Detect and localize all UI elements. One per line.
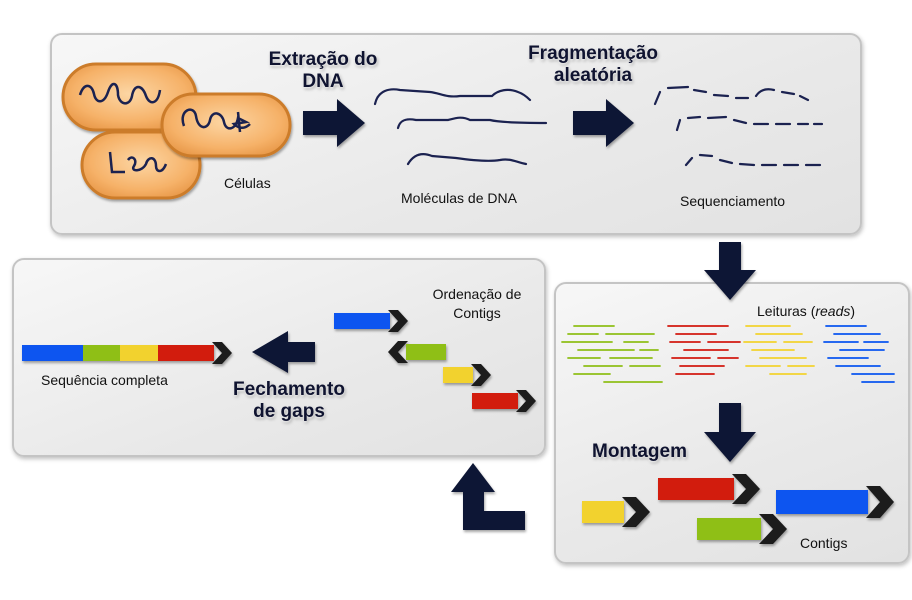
- arrow-down-icon: [704, 403, 756, 462]
- step-gap-closing-title: Fechamento de gaps: [233, 379, 345, 422]
- reads-label-prefix: Leituras (: [757, 303, 816, 319]
- dna-fragment: [653, 85, 810, 106]
- reads-red: [667, 325, 741, 375]
- chevron-right-icon: [212, 342, 232, 364]
- dna-fragment: [675, 115, 824, 132]
- segment-blue: [22, 345, 83, 361]
- chevron-right-icon: [622, 497, 650, 527]
- arrow-left-icon: [252, 331, 315, 373]
- cells-label: Células: [224, 175, 271, 191]
- ordered-contigs: [334, 310, 536, 412]
- dna-strand-icon: [108, 151, 168, 174]
- segment-red: [158, 345, 214, 361]
- arrow-right-icon: [303, 99, 365, 147]
- cell: [80, 130, 202, 200]
- flow-arrows: [252, 99, 756, 530]
- chevron-right-icon: [759, 514, 787, 544]
- contigs-label: Contigs: [800, 535, 848, 551]
- segment-yellow: [120, 345, 158, 361]
- step-dna-extraction-title: Extração do DNA: [268, 49, 378, 92]
- dna-molecule: [396, 116, 548, 130]
- chevron-right-icon: [388, 310, 408, 332]
- reads-green: [561, 325, 663, 383]
- arrow-right-icon: [573, 99, 634, 147]
- step-assembly-title: Montagem: [592, 441, 687, 462]
- dna-molecule: [373, 88, 532, 106]
- reads-label-suffix: ): [850, 303, 856, 319]
- dna-molecules: [373, 88, 548, 166]
- reads-yellow: [743, 325, 815, 375]
- contig-green: [697, 518, 761, 540]
- contigs-illustration: [582, 474, 894, 544]
- chevron-right-icon: [471, 364, 491, 386]
- dna-strand-icon: [181, 108, 251, 133]
- contig-red: [658, 478, 734, 500]
- contig-blue: [776, 490, 868, 514]
- contig-yellow: [443, 367, 473, 383]
- dna-molecule: [406, 153, 528, 166]
- contig-yellow: [582, 501, 624, 523]
- corner-arrow-up-icon: [451, 463, 525, 530]
- reads-label: Leituras (reads): [757, 303, 855, 319]
- reads-blue: [823, 325, 895, 383]
- chevron-right-icon: [866, 486, 894, 518]
- contig-green: [406, 344, 446, 360]
- dna-fragment: [684, 153, 822, 167]
- chevron-right-icon: [732, 474, 760, 504]
- contig-red: [472, 393, 518, 409]
- step-fragmentation-title: Fragmentação aleatória: [528, 43, 658, 86]
- chevron-left-icon: [388, 341, 408, 363]
- dna-fragments: [653, 85, 824, 167]
- complete-sequence: [22, 342, 232, 364]
- chevron-right-icon: [516, 390, 536, 412]
- cells-illustration: [61, 62, 292, 200]
- arrow-down-icon: [704, 242, 756, 300]
- reads-label-term: reads: [815, 303, 851, 319]
- sequencing-label: Sequenciamento: [680, 193, 786, 209]
- segment-green: [83, 345, 120, 361]
- contig-ordering-label: Ordenação de Contigs: [432, 286, 522, 321]
- dna-strand-icon: [78, 82, 162, 105]
- contig-blue: [334, 313, 390, 329]
- complete-sequence-label: Sequência completa: [41, 372, 168, 388]
- dna-molecules-label: Moléculas de DNA: [401, 190, 517, 206]
- reads-illustration: [561, 325, 895, 383]
